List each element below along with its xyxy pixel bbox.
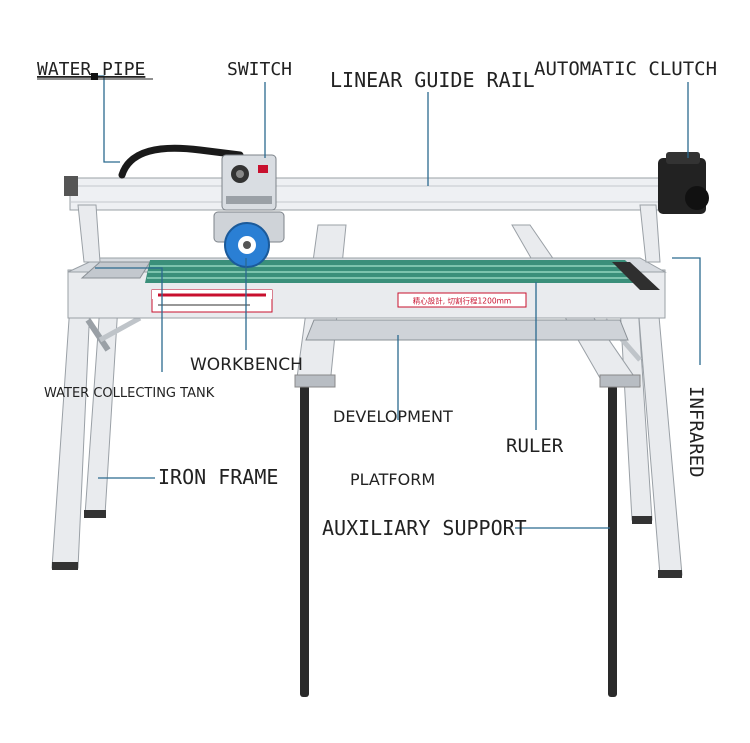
machine: 精心設計, 切割行程1200mm bbox=[51, 144, 709, 697]
aux-leg-right bbox=[608, 385, 617, 697]
label-auxiliary-support: AUXILIARY SUPPORT bbox=[322, 516, 527, 540]
label-platform: PLATFORM bbox=[350, 470, 435, 489]
water-pipe-marker bbox=[91, 73, 98, 80]
front-sticker-right: 精心設計, 切割行程1200mm bbox=[397, 292, 527, 308]
workbench-surface bbox=[145, 260, 650, 283]
label-switch: SWITCH bbox=[227, 59, 292, 80]
labels: WATER PIPE SWITCH LINEAR GUIDE RAIL AUTO… bbox=[37, 58, 717, 540]
label-iron-frame: IRON FRAME bbox=[158, 465, 278, 489]
water-tank bbox=[80, 261, 151, 279]
label-development: DEVELOPMENT bbox=[333, 407, 453, 426]
automatic-clutch-unit bbox=[658, 152, 709, 214]
guide-rail bbox=[64, 176, 671, 263]
water-pipe-hose bbox=[118, 144, 244, 179]
right-clamp bbox=[612, 262, 660, 290]
label-automatic-clutch: AUTOMATIC CLUTCH bbox=[534, 58, 717, 80]
sticker-right-text: 精心設計, 切割行程1200mm bbox=[413, 296, 511, 306]
front-sticker-left bbox=[151, 289, 273, 313]
label-workbench: WORKBENCH bbox=[190, 355, 303, 375]
aux-leg-left bbox=[300, 385, 309, 697]
label-infrared: INFRARED bbox=[685, 386, 707, 478]
iron-frame-left bbox=[51, 304, 142, 570]
label-ruler: RULER bbox=[506, 435, 564, 457]
label-water-collecting-tank: WATER COLLECTING TANK bbox=[44, 386, 215, 401]
label-water-pipe: WATER PIPE bbox=[37, 59, 145, 80]
leader-lines bbox=[95, 75, 701, 529]
saw-blade bbox=[224, 222, 270, 268]
label-linear-guide-rail: LINEAR GUIDE RAIL bbox=[330, 68, 535, 92]
